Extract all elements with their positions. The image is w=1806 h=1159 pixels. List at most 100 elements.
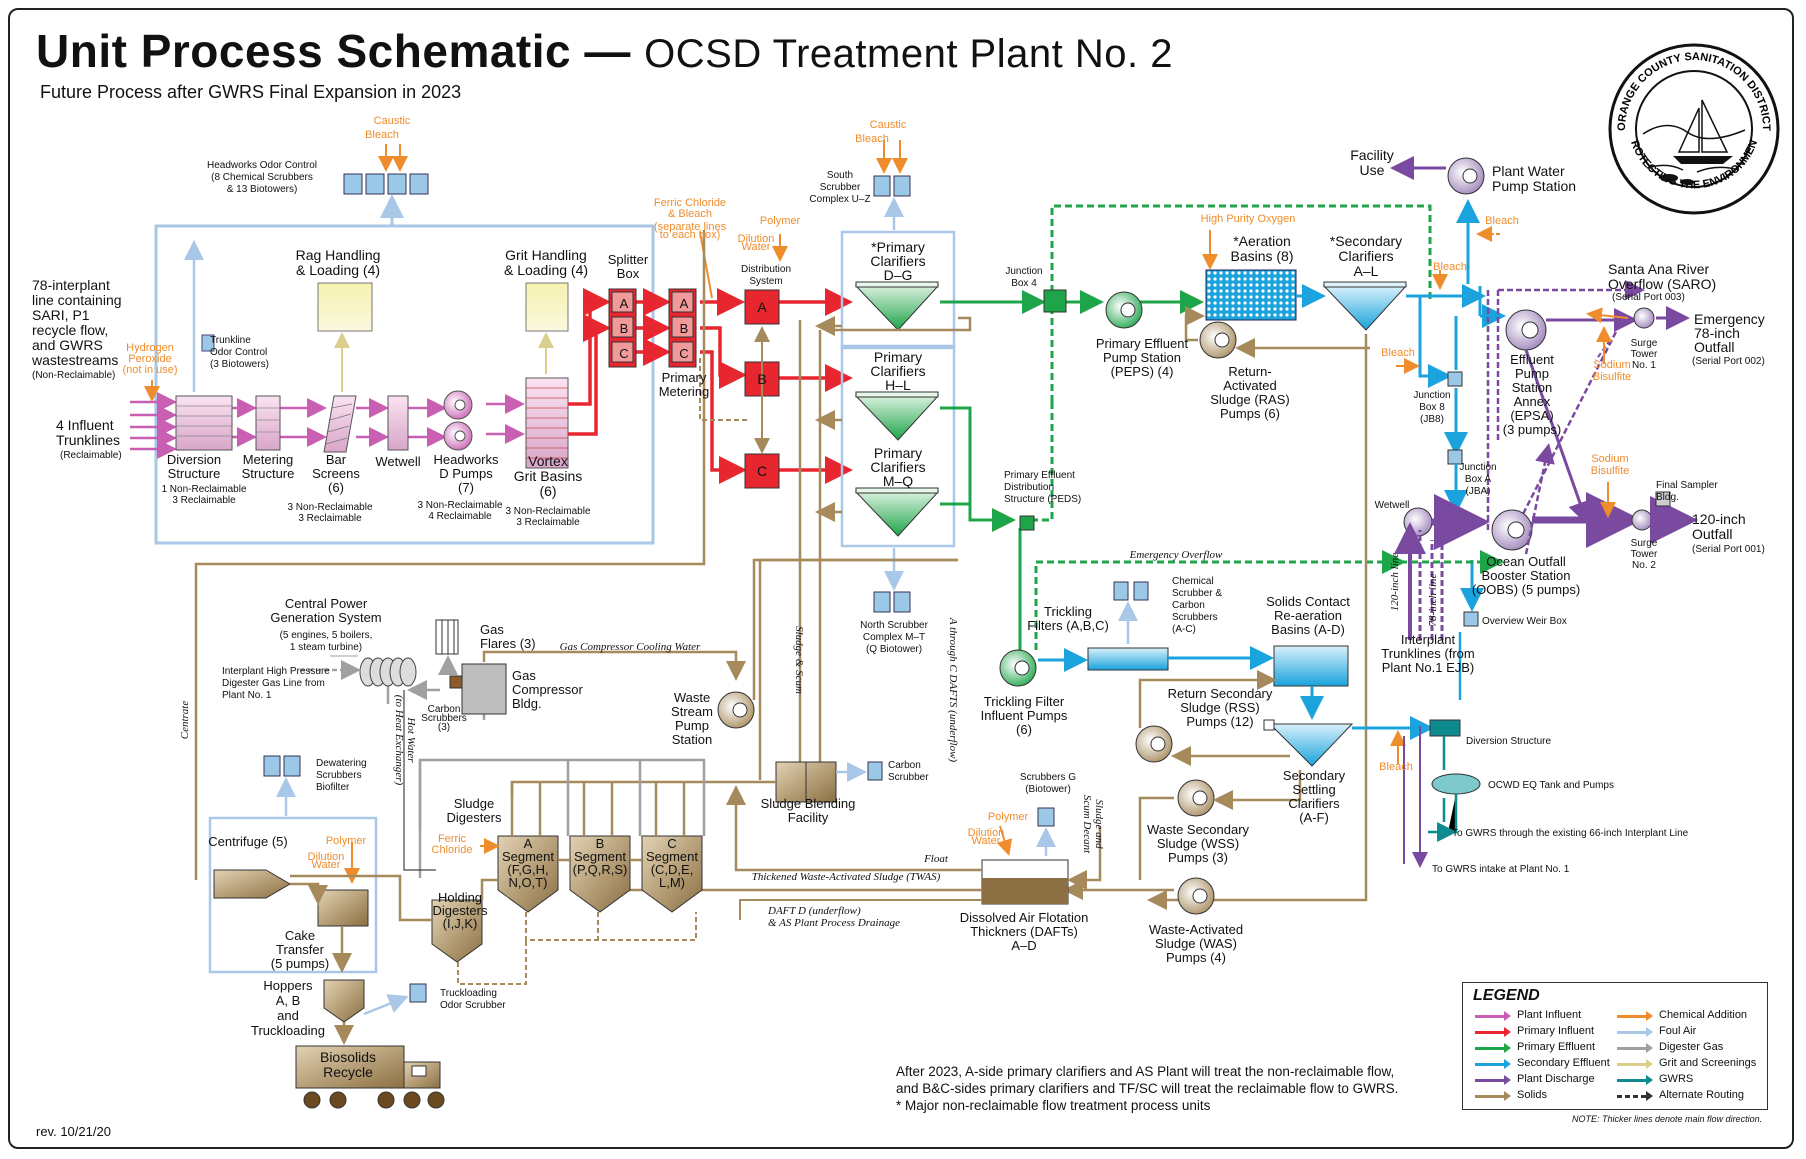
- diversion-structure: [175, 395, 233, 451]
- label-rag-handling: & Loading (4): [296, 262, 380, 278]
- label-dilution-water: Dilution: [308, 851, 345, 863]
- label-peds: Distribution: [1004, 482, 1054, 493]
- label-box-a: A: [620, 296, 629, 311]
- label-twas: Thickened Waste-Activated Sludge (TWAS): [752, 871, 941, 883]
- label-ferric-chloride: Ferric Chloride: [654, 197, 726, 209]
- south-scrubber: [873, 175, 911, 197]
- label-diversion: Structure: [168, 466, 221, 481]
- label-headworks-sub: 4 Reclaimable: [428, 511, 492, 522]
- label-grit-handling: & Loading (4): [504, 262, 588, 278]
- label-facility-use: Use: [1360, 162, 1385, 178]
- label-wss: Waste Secondary: [1147, 822, 1250, 837]
- label-diversion-structure: Diversion Structure: [1466, 736, 1551, 747]
- label-primary-dg: *Primary: [871, 239, 925, 255]
- label-secondary-settling: Clarifiers: [1288, 796, 1340, 811]
- label-hydrogen-peroxide: (not in use): [122, 364, 177, 376]
- label-ocwd-eq: OCWD EQ Tank and Pumps: [1488, 780, 1614, 791]
- label-junction-box-a: (JBA): [1466, 486, 1491, 497]
- label-pipe-78: 78-inch line: [1427, 573, 1439, 626]
- label-surge-1: No. 1: [1632, 360, 1656, 371]
- headworks-odor-scrubbers: [343, 173, 429, 195]
- label-box-c: C: [757, 463, 767, 479]
- aeration-basins: [1205, 269, 1297, 321]
- label-junction-box-a: Junction: [1459, 462, 1496, 473]
- splitter-box: [608, 288, 637, 368]
- label-box-a: A: [757, 299, 767, 315]
- label-waste-stream: Station: [672, 732, 712, 747]
- epsa-pump: [1505, 309, 1547, 351]
- legend-item-label: Primary Effluent: [1517, 1041, 1596, 1053]
- label-surge-2: Tower: [1631, 549, 1658, 560]
- label-box-c: C: [619, 346, 628, 361]
- label-ferric-chloride-2: Chloride: [432, 844, 473, 856]
- label-final-sampler: Bldg.: [1656, 492, 1679, 503]
- bar-screens: [323, 395, 357, 453]
- label-junction-box-8: (JB8): [1420, 414, 1444, 425]
- note-after-2023: After 2023, A-side primary clarifiers an…: [896, 1063, 1398, 1114]
- label-polymer: Polymer: [760, 215, 801, 227]
- label-segment-b: Segment: [574, 849, 626, 864]
- note-line-2: and B&C-sides primary clarifiers and TF/…: [896, 1081, 1399, 1096]
- label-was: Pumps (4): [1166, 950, 1226, 965]
- label-oobs: Ocean Outfall: [1486, 554, 1566, 569]
- label-bleach: Bleach: [1379, 761, 1413, 773]
- label-truckloading-odor: Odor Scrubber: [440, 1000, 506, 1011]
- label-central-power: Generation System: [270, 610, 381, 625]
- label-hot-water: (to Heat Exchanger): [393, 695, 405, 786]
- label-saro: Overflow (SARO): [1608, 276, 1716, 292]
- label-box-a: A: [680, 296, 689, 311]
- legend-swatch: [1617, 1011, 1653, 1021]
- label-facility-use: Facility: [1350, 147, 1394, 163]
- label-primary-metering: Primary: [662, 370, 707, 385]
- label-interplant-trunklines: Plant No.1 EJB): [1382, 660, 1475, 675]
- carbon-scrubber-blending: [867, 761, 883, 781]
- revision-date: rev. 10/21/20: [36, 1124, 111, 1139]
- label-rss: Sludge (RSS): [1180, 700, 1259, 715]
- label-interplant-gas: Interplant High Pressure: [222, 666, 330, 677]
- label-dewatering: Biofilter: [316, 782, 350, 793]
- final-sampler-bldg: [1655, 491, 1671, 507]
- label-splitter-box: Box: [617, 266, 640, 281]
- label-high-purity-oxygen: High Purity Oxygen: [1201, 213, 1296, 225]
- distribution-box-c: [744, 453, 780, 489]
- label-cake-transfer: (5 pumps): [271, 956, 330, 971]
- legend-swatch: [1475, 1059, 1511, 1069]
- label-cake-transfer: Transfer: [276, 942, 325, 957]
- label-junction-box-a: Box A: [1465, 474, 1491, 485]
- label-trunkline-odor: Trunkline: [210, 335, 251, 346]
- label-hoppers: Truckloading: [251, 1023, 325, 1038]
- label-bleach: Bleach: [855, 133, 889, 145]
- label-chemical-scrubber: Scrubbers: [1172, 612, 1218, 623]
- legend-swatch: [1475, 1011, 1511, 1021]
- label-headworks-odor: & 13 Biotowers): [227, 184, 298, 195]
- label-truckloading-odor: Truckloading: [440, 988, 497, 999]
- central-power-coils: [359, 657, 417, 687]
- label-chemical-scrubber: Chemical: [1172, 576, 1214, 587]
- hoppers: [323, 979, 365, 1023]
- label-epsa: Station: [1512, 380, 1552, 395]
- label-vortex: Vortex: [528, 453, 568, 469]
- label-gas-compressor: Gas: [512, 668, 536, 683]
- label-biosolids: Biosolids: [320, 1049, 376, 1065]
- primary-hq-boundary: [840, 344, 956, 548]
- surge-tower-2: [1631, 509, 1653, 531]
- label-interplant-trunklines: Trunklines (from: [1381, 646, 1474, 661]
- label-dafts: Dissolved Air Flotation: [960, 910, 1089, 925]
- label-secondary-clarifiers: Clarifiers: [1338, 248, 1393, 264]
- label-centrate: Centrate: [179, 701, 191, 740]
- label-peps: (PEPS) (4): [1111, 364, 1174, 379]
- label-segment-c: C: [667, 836, 676, 851]
- label-trickling-filters: Filters (A,B,C): [1027, 618, 1109, 633]
- label-box-b: B: [757, 371, 766, 387]
- label-epsa: Annex: [1514, 394, 1551, 409]
- label-surge-2: Surge: [1631, 538, 1658, 549]
- label-diversion-sub: 3 Reclaimable: [172, 495, 236, 506]
- ras-pump: [1199, 321, 1237, 359]
- label-segment-a: A: [524, 836, 533, 851]
- label-hoppers: Hoppers: [263, 978, 313, 993]
- label-aeration-basins: *Aeration: [1233, 233, 1291, 249]
- label-bleach: Bleach: [1433, 261, 1467, 273]
- label-oobs: (OOBS) (5 pumps): [1472, 582, 1580, 597]
- legend-swatch: [1617, 1075, 1653, 1085]
